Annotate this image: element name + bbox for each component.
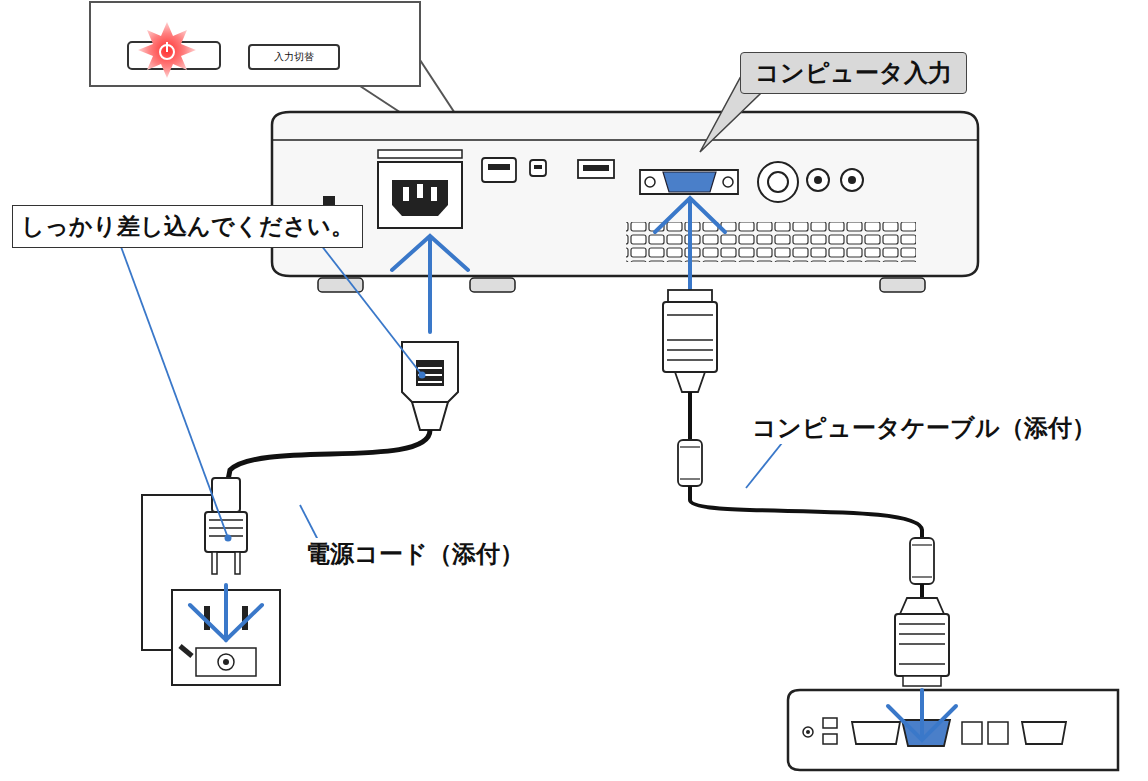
node-text: 入力切替 [274, 51, 314, 62]
note-box: しっかり差し込んでください。 [12, 205, 363, 248]
node-text: しっかり差し込んでください。 [21, 213, 354, 239]
callout-box: コンピュータ入力 [740, 52, 967, 94]
input-switch-button: 入力切替 [248, 44, 340, 70]
part-label: コンピュータケーブル（添付） [752, 412, 1096, 444]
part-label: 電源コード（添付） [306, 538, 524, 570]
node-text: コンピュータ入力 [755, 59, 952, 87]
